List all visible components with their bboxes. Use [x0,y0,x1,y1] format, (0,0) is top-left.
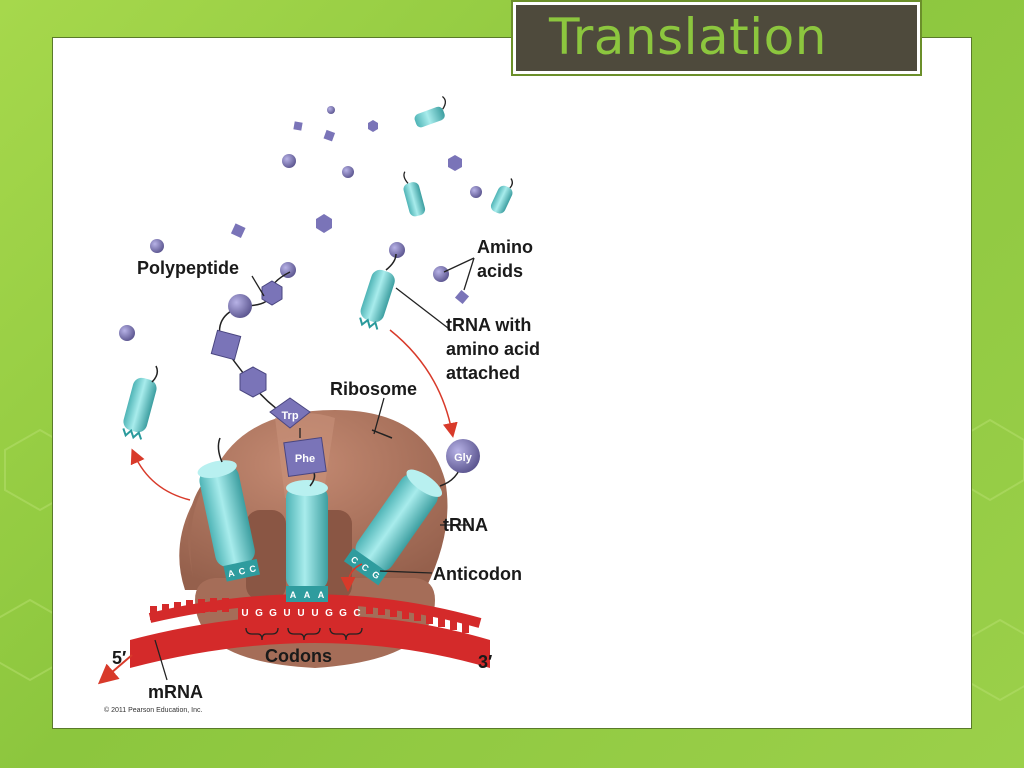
anticodon-base: C [360,562,371,574]
mrna-label: mRNA [148,682,203,702]
codon-base: G [339,608,347,619]
anticodon-label: Anticodon [433,564,522,584]
codon-base: G [325,608,333,619]
codon-base: U [297,608,304,619]
anticodon-base: A [290,590,297,600]
codon-base: C [353,608,360,619]
codon-base: U [311,608,318,619]
exiting-trna [122,365,159,440]
codons-label: Codons [265,646,332,666]
free-trna-group [403,95,513,217]
codon-base: U [283,608,290,619]
attached-amino-acids: Trp Phe Gly [269,397,480,478]
trna-label: tRNA [443,515,488,535]
slide-title: Translation [549,8,827,66]
trna-with-label-2: amino acid [446,339,540,359]
anticodon-base: C [349,554,360,566]
trna-exit-site: A C C [197,437,261,582]
trp-label: Trp [281,410,298,422]
copyright-text: © 2011 Pearson Education, Inc. [104,706,202,714]
amino-acids-label-2: acids [477,261,523,281]
title-box: Translation [511,0,922,76]
free-amino-acids [119,106,482,341]
codon-bases: U G G U U U G G C [238,604,361,620]
codon-base: G [269,608,277,619]
codon-braces [245,627,363,641]
phe-label: Phe [295,453,315,465]
codon-base: G [255,608,263,619]
five-prime-label: 5′ [112,648,126,668]
anticodon-base: A [318,590,325,600]
trna-with-label-1: tRNA with [446,315,531,335]
three-prime-label: 3′ [478,652,492,672]
movement-arrows [130,329,458,592]
trna-with-label-3: attached [446,363,520,383]
gly-label: Gly [454,452,473,464]
anticodon-base: A [304,590,311,600]
ribosome-label: Ribosome [330,379,417,399]
amino-acids-label-1: Amino [477,237,533,257]
anticodon-base: G [370,569,381,581]
anticodon-base: C [238,566,247,577]
mrna-strand: U G G U U U G G C [97,594,490,685]
polypeptide-label: Polypeptide [137,258,239,278]
codon-base: U [241,608,248,619]
leader-lines [154,257,475,681]
trna-peptidyl-site: A A A [286,469,328,602]
trna-with-amino-acid [359,253,397,330]
anticodon-base: A [227,568,236,579]
anticodon-base: C [248,563,257,574]
polypeptide-chain [210,271,291,415]
